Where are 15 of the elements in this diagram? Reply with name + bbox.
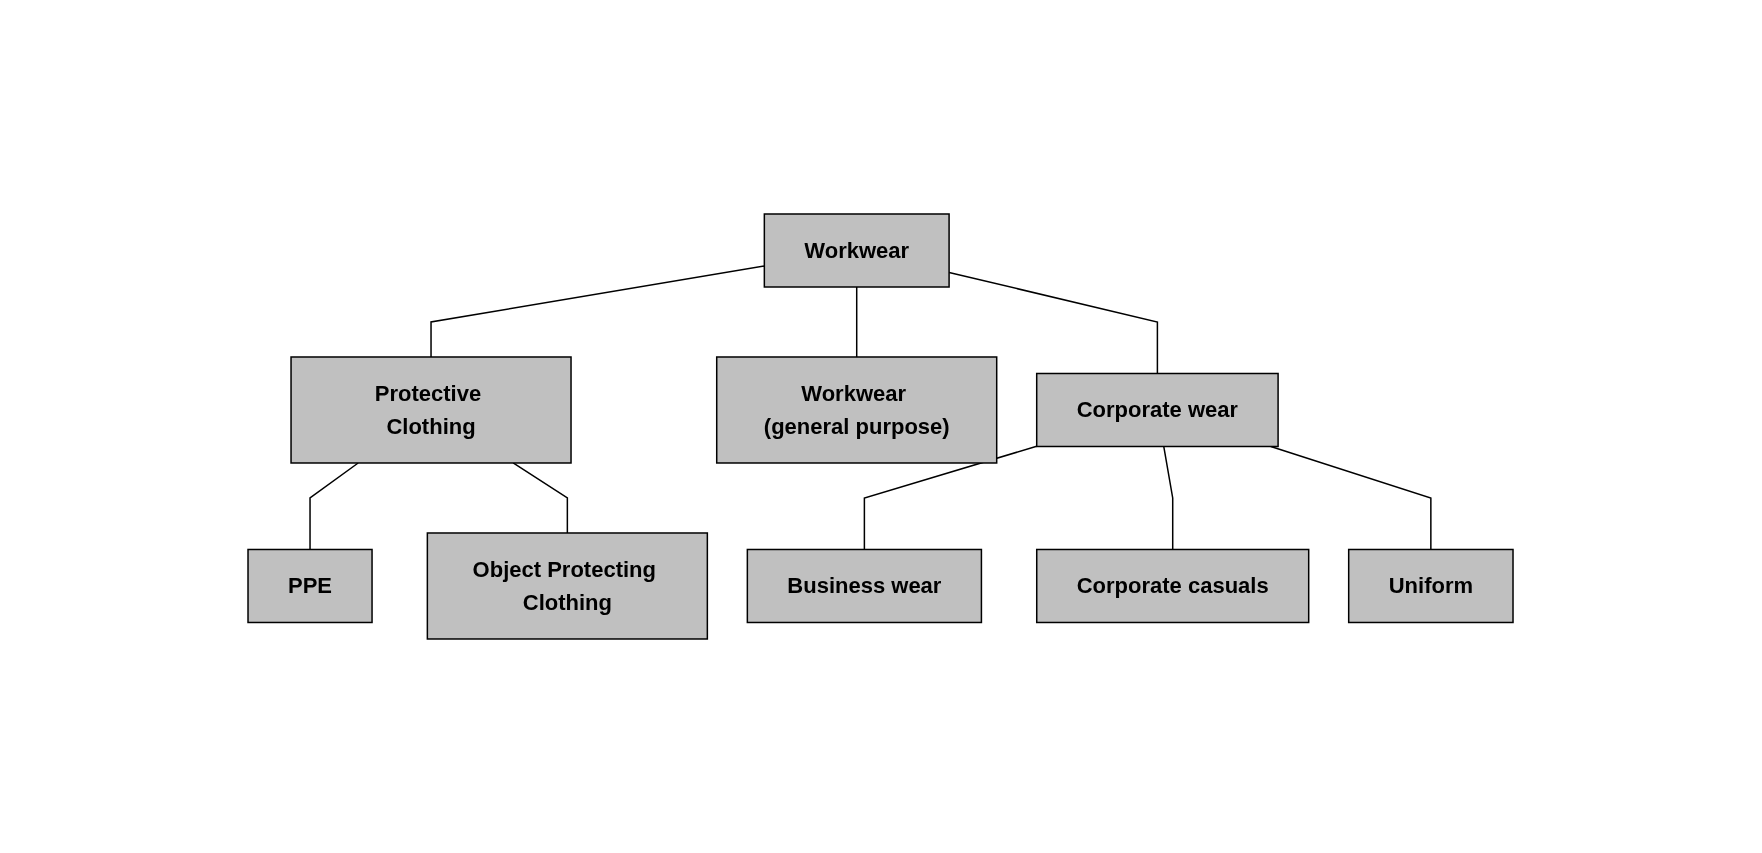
node-box: Uniform [1348,548,1515,624]
connector [512,462,569,534]
connector [1163,445,1174,551]
node-box: Business wear [747,548,983,624]
node-box: PPE [247,548,374,624]
node-box: Protective Clothing [290,356,573,464]
node-box: Workwear [764,213,951,288]
connector [1270,445,1433,551]
node-box: Workwear (general purpose) [716,356,998,464]
node-box: Corporate wear [1036,372,1280,448]
node-box: Corporate casuals [1036,548,1310,624]
connector [864,445,1038,551]
connector [309,462,360,551]
node-box: Object Protecting Clothing [427,532,709,640]
connector [856,286,858,358]
